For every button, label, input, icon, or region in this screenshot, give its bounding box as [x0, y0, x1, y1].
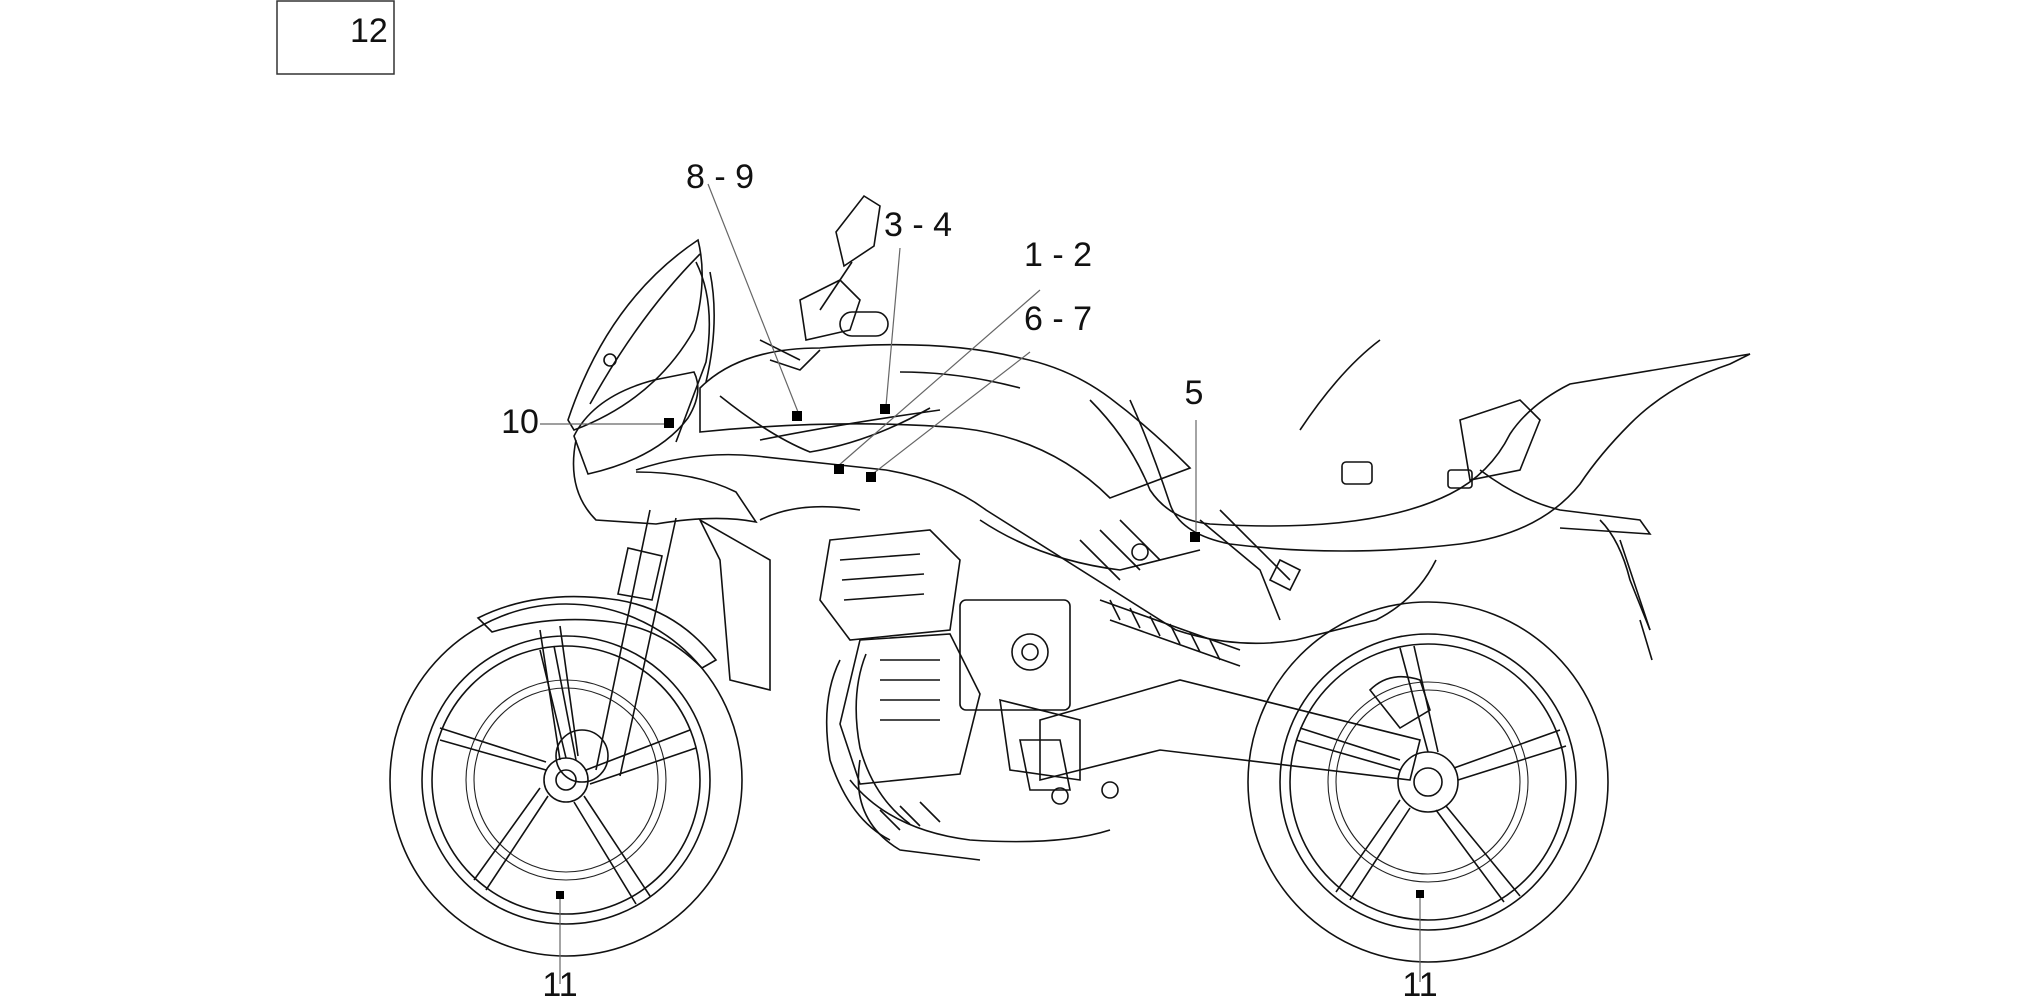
marker-1-2	[834, 464, 844, 474]
marker-10	[664, 418, 674, 428]
leader-8-9	[707, 183, 799, 413]
leader-1-2	[837, 289, 1041, 467]
reference-box: 12	[276, 0, 395, 75]
handlebar-mirror	[759, 194, 889, 371]
engine	[819, 529, 1111, 861]
callout-5: 5	[1185, 374, 1204, 412]
callout-3-4: 3 - 4	[884, 206, 952, 244]
fuel-tank	[699, 343, 1192, 499]
exhaust	[825, 653, 911, 841]
front-fork	[476, 509, 718, 783]
rear-wheel	[1247, 601, 1609, 963]
marker-5	[1190, 532, 1200, 542]
callout-6-7: 6 - 7	[1024, 300, 1092, 338]
callout-1-2: 1 - 2	[1024, 236, 1092, 274]
callout-10: 10	[501, 403, 539, 441]
leader-lines	[540, 183, 1421, 984]
callout-11-rear: 11	[1402, 966, 1437, 1004]
marker-8-9	[792, 411, 802, 421]
marker-11-front	[556, 891, 564, 899]
marker-3-4	[880, 404, 890, 414]
callout-11-front: 11	[542, 966, 577, 1004]
decal-markers	[556, 404, 1424, 899]
frame-panels	[635, 453, 1437, 692]
fairing	[567, 238, 758, 525]
leader-3-4	[885, 247, 901, 407]
callout-8-9: 8 - 9	[686, 158, 754, 196]
reference-box-label: 12	[350, 12, 388, 50]
motorcycle-drawing	[389, 194, 1751, 963]
swingarm-shock	[1019, 599, 1421, 805]
callout-labels: 8 - 9 3 - 4 1 - 2 6 - 7 10 5 11 11	[501, 158, 1438, 1004]
leader-6-7	[869, 351, 1031, 477]
front-wheel	[389, 603, 743, 957]
marker-11-rear	[1416, 890, 1424, 898]
tail-section	[1447, 399, 1653, 661]
marker-6-7	[866, 472, 876, 482]
seat	[1089, 339, 1751, 552]
